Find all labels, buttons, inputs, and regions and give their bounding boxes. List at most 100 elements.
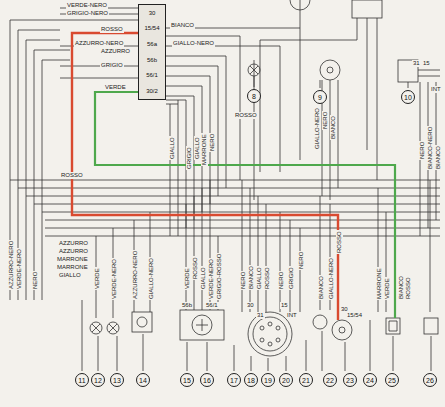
callout-number: 14 [139, 377, 147, 384]
callout-number: 22 [326, 377, 334, 384]
callout-circle: 17 [227, 373, 241, 387]
wire-label: ROSSO [234, 112, 258, 119]
callout-circle: 15 [180, 373, 194, 387]
callout-number: 26 [426, 377, 434, 384]
terminal-block: 30 15/54 56a 56b 56/1 30/2 [138, 4, 166, 100]
callout-circle: 20 [279, 373, 293, 387]
wire-label: NERO [209, 133, 216, 152]
callout-number: 16 [203, 377, 211, 384]
pin-label: 56a [147, 41, 157, 47]
callout-circle: 19 [261, 373, 275, 387]
wire-label: AZZURRO-NERO [8, 240, 15, 290]
callout-circle: 10 [401, 90, 415, 104]
callout-circle: 14 [136, 373, 150, 387]
callout-number: 15 [183, 377, 191, 384]
callout-number: 12 [94, 377, 102, 384]
wire-label: AZZURRO [58, 248, 89, 255]
wire-label: GRIGIO [186, 146, 193, 170]
wire-label: AZZURRO [100, 48, 131, 55]
wire-label: ROSSO [60, 172, 84, 179]
wire-label: 56/1 [205, 302, 219, 309]
wire-label: BIANCO [398, 275, 405, 300]
wire-label: ROSSO [264, 266, 271, 290]
wire-label: GIALLO [200, 266, 207, 290]
callout-circle: 12 [91, 373, 105, 387]
wire-label: GRIGIO [100, 62, 124, 69]
callout-number: 11 [78, 377, 85, 384]
wire-label: VERDE [384, 277, 391, 300]
callout-circle: 22 [323, 373, 337, 387]
wire-label: INT [430, 86, 442, 93]
wire-label: VERDE [94, 267, 101, 290]
wire-label: GIALLO [194, 136, 201, 160]
callout-number: 24 [366, 377, 374, 384]
callout-number: 17 [230, 377, 238, 384]
wire-label: 15 [422, 60, 431, 67]
callout-circle: 24 [363, 373, 377, 387]
callout-circle: 8 [247, 89, 261, 103]
wire-label: NERO [278, 271, 285, 290]
wire-label: GIALLO-NERO [172, 40, 215, 47]
wire-label: GRIGIO-NERO [66, 10, 109, 17]
callout-number: 13 [113, 377, 121, 384]
wire-label: NERO [419, 141, 426, 160]
wire-label: ROSSO [192, 256, 199, 280]
callout-circle: 13 [110, 373, 124, 387]
wire-label: NERO [298, 251, 305, 270]
pin-label: 56/1 [146, 72, 158, 78]
wire-label: 30 [246, 302, 255, 309]
wire-label: NERO [240, 271, 247, 290]
callout-circle: 11 [75, 373, 89, 387]
callout-number: 18 [247, 377, 255, 384]
wire-label: 56b [181, 302, 193, 309]
wire-label: GRIGIO-ROSSO [216, 253, 223, 300]
wire-label: GIALLO-NERO [328, 257, 335, 300]
wire-label: GIALLO [169, 136, 176, 160]
pin-label: 56b [147, 57, 157, 63]
wire-label: VERDE-NERO [208, 258, 215, 300]
callout-number: 10 [404, 94, 412, 101]
wire-label: MARRONE [376, 267, 383, 300]
wire-label: GIALLO [58, 272, 82, 279]
wire-label: GIALLO-NERO [314, 107, 321, 150]
wire-label: BIANCO [330, 115, 337, 140]
wire-label: GIALLO [256, 266, 263, 290]
wire-label: GIALLO-NERO [148, 257, 155, 300]
callout-number: 21 [302, 377, 310, 384]
wire-label: ROSSO [405, 276, 412, 300]
callout-circle: 9 [313, 90, 327, 104]
wire-label: INT [286, 312, 298, 319]
wire-label: BIANCO [170, 22, 195, 29]
wire-label: AZZURRO-NERO [74, 40, 124, 47]
wire-label: MARRONE [56, 256, 89, 263]
callout-number: 23 [346, 377, 354, 384]
wire-label: MARRONE [201, 133, 208, 166]
callout-number: 25 [388, 377, 396, 384]
wire-label: AZZURRO [58, 240, 89, 247]
callout-number: 19 [264, 377, 272, 384]
pin-label: 30/2 [146, 88, 158, 94]
wire-label: VERDE-NERO [16, 248, 23, 290]
wire-label: GRIGIO [288, 266, 295, 290]
wire-label: 31 [412, 60, 421, 67]
callout-circle: 25 [385, 373, 399, 387]
wire-label: MARRONE [56, 264, 89, 271]
pin-label: 30 [149, 10, 156, 16]
pin-label: 15/54 [144, 25, 159, 31]
wire-label: VERDE-NERO [111, 258, 118, 300]
wire-label: BIANCO [435, 145, 442, 170]
wire-label: NERO [322, 111, 329, 130]
wire-label: AZZURRO-NERO [132, 250, 139, 300]
wire-label: ROSSO [100, 26, 124, 33]
wire-label: 15/54 [346, 312, 363, 319]
wire-label: ROSSO [336, 230, 343, 254]
callout-circle: 21 [299, 373, 313, 387]
wire-label: NERO [32, 271, 39, 290]
callout-circle: 23 [343, 373, 357, 387]
callout-number: 9 [318, 94, 322, 101]
callout-number: 8 [252, 93, 256, 100]
wire-label: VERDE [184, 267, 191, 290]
wire-label: BIANCO [248, 265, 255, 290]
callout-circle: 18 [244, 373, 258, 387]
